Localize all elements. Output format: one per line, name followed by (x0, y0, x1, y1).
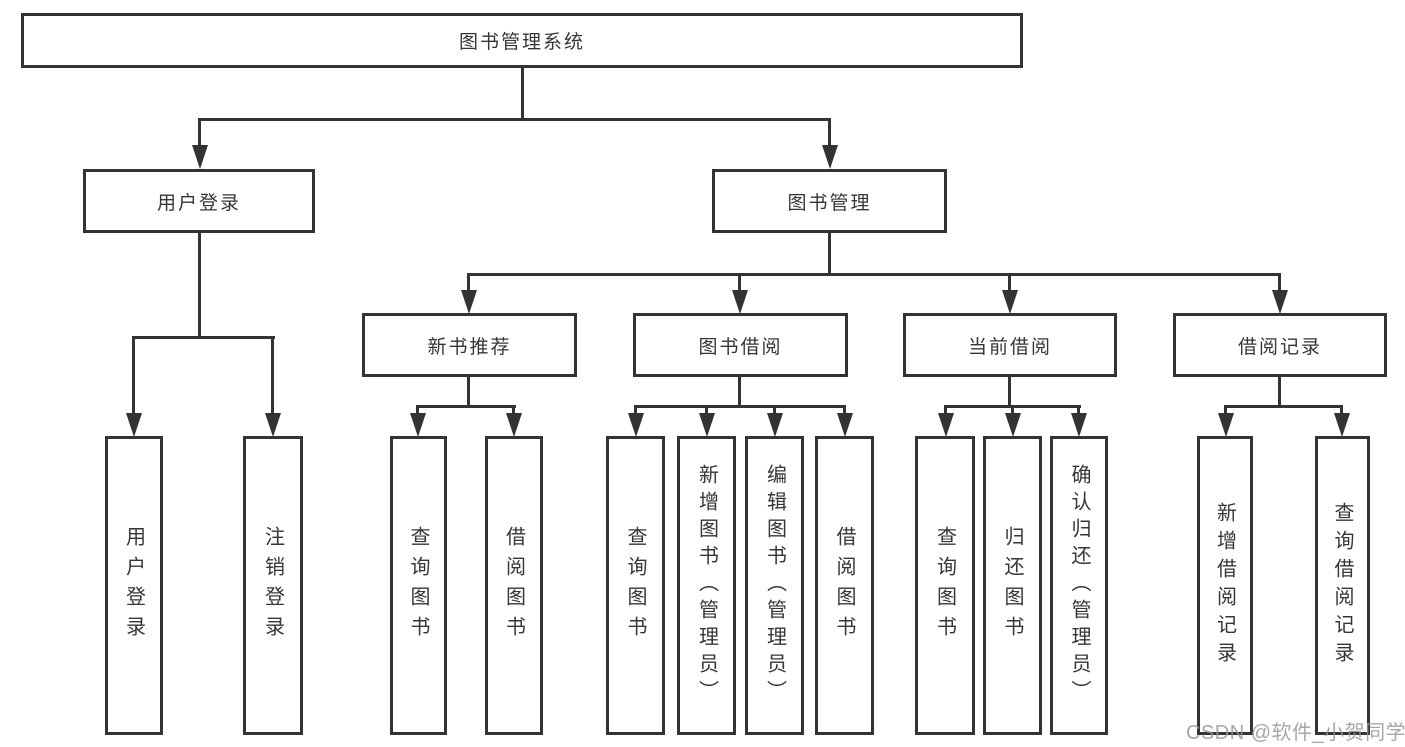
node-current-borrow: 当前借阅 (903, 313, 1117, 377)
node-leaf-return-book: 归还图书 (983, 436, 1042, 735)
node-leaf-borrow-book-rec: 借阅图书 (485, 436, 543, 735)
connector-line (416, 405, 516, 408)
node-leaf-user-login: 用户登录 (105, 436, 163, 735)
connector-arrow (132, 336, 135, 413)
node-leaf-query-borrow-record: 查询借阅记录 (1315, 436, 1370, 735)
node-borrow-record: 借阅记录 (1173, 313, 1387, 377)
node-leaf-confirm-return-admin: 确认归还（管理员） (1050, 436, 1108, 735)
connector-arrow (1011, 405, 1014, 413)
node-leaf-query-book-borrow: 查询图书 (606, 436, 665, 735)
connector-arrow (738, 273, 741, 290)
connector-line (828, 233, 831, 276)
connector-line (467, 377, 470, 407)
leaf-label: 查询图书 (407, 525, 429, 646)
connector-arrow (1077, 405, 1080, 413)
connector-arrow (1278, 273, 1281, 290)
connector-arrow (828, 120, 831, 145)
leaf-label: 归还图书 (1001, 525, 1023, 646)
connector-line (1278, 377, 1281, 407)
node-current-borrow-label: 当前借阅 (967, 336, 1052, 358)
node-leaf-query-book-current: 查询图书 (915, 436, 975, 735)
connector-arrow (198, 120, 201, 145)
leaf-label: 查询图书 (933, 525, 956, 646)
connector-line (1008, 377, 1011, 407)
leaf-label: 新增借阅记录 (1213, 501, 1236, 670)
connector-arrow (944, 405, 947, 413)
leaf-label: 查询借阅记录 (1331, 501, 1353, 670)
connector-line (634, 405, 846, 408)
connector-line (467, 273, 1281, 276)
leaf-label: 编辑图书（管理员） (763, 464, 786, 707)
node-leaf-query-book-rec: 查询图书 (390, 436, 447, 735)
connector-arrow (416, 405, 419, 413)
node-book-borrow: 图书借阅 (633, 313, 848, 377)
node-leaf-borrow-book-borrow: 借阅图书 (815, 436, 874, 735)
connector-arrow (512, 405, 515, 413)
leaf-label: 借阅图书 (502, 525, 525, 646)
connector-arrow (843, 405, 846, 413)
connector-line (198, 118, 831, 121)
connector-arrow (1008, 273, 1011, 290)
node-new-book-rec-label: 新书推荐 (427, 336, 512, 358)
node-leaf-logout-login: 注销登录 (243, 436, 303, 735)
csdn-watermark: CSDN @软件_小贺同学 (1186, 722, 1405, 744)
node-leaf-add-borrow-record: 新增借阅记录 (1197, 436, 1253, 735)
leaf-label: 借阅图书 (833, 525, 855, 646)
connector-arrow (1224, 405, 1227, 413)
leaf-label: 注销登录 (261, 525, 284, 646)
connector-arrow (634, 405, 637, 413)
connector-arrow (773, 405, 776, 413)
connector-arrow (271, 336, 274, 413)
connector-arrow (467, 273, 470, 290)
node-book-mgmt: 图书管理 (712, 169, 947, 233)
leaf-label: 确认归还（管理员） (1068, 464, 1090, 707)
connector-line (521, 68, 524, 120)
leaf-label: 用户登录 (122, 525, 145, 646)
node-root-label: 图书管理系统 (458, 32, 585, 53)
connector-line (738, 377, 741, 407)
leaf-label: 查询图书 (624, 525, 646, 646)
node-root: 图书管理系统 (21, 13, 1023, 68)
node-leaf-add-book-admin: 新增图书（管理员） (677, 436, 736, 735)
node-new-book-rec: 新书推荐 (362, 313, 577, 377)
connector-line (1224, 405, 1343, 408)
leaf-label: 新增图书（管理员） (695, 464, 718, 707)
connector-line (198, 233, 201, 339)
node-leaf-edit-book-admin: 编辑图书（管理员） (745, 436, 804, 735)
node-borrow-record-label: 借阅记录 (1237, 336, 1322, 358)
node-user-login: 用户登录 (83, 169, 315, 233)
node-book-mgmt-label: 图书管理 (787, 192, 872, 214)
connector-arrow (705, 405, 708, 413)
connector-arrow (1340, 405, 1343, 413)
node-user-login-label: 用户登录 (156, 192, 241, 214)
node-book-borrow-label: 图书借阅 (698, 336, 783, 358)
connector-line (132, 336, 275, 339)
